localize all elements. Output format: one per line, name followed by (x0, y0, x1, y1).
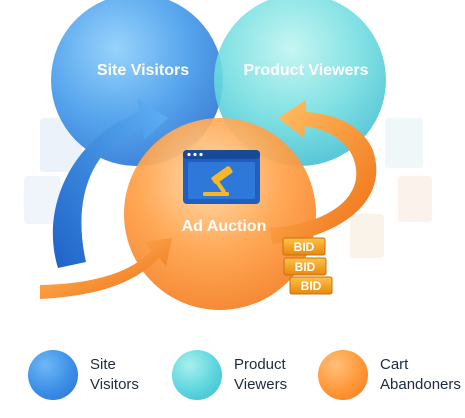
cart-abandoners-circle (124, 118, 316, 310)
legend-item-cart-abandoners: Cart Abandoners (318, 350, 461, 400)
product-viewers-swatch (172, 350, 222, 400)
product-viewers-label: Product Viewers (243, 62, 368, 79)
legend-label-line2: Abandoners (380, 376, 461, 393)
bid-tag (282, 237, 326, 256)
ad-auction-label: Ad Auction (182, 218, 267, 235)
bid-tag-label: BID (301, 279, 322, 293)
bid-tag-label: BID (295, 260, 316, 274)
legend-item-product-viewers: Product Viewers (172, 350, 287, 400)
legend-label-line1: Product (234, 356, 286, 373)
bid-tags: BID BID BID (282, 237, 333, 295)
curved-arrow-bottom-icon (40, 238, 172, 299)
legend-label: Cart Abandoners (380, 355, 461, 395)
legend-label-line2: Visitors (90, 376, 139, 393)
site-visitors-label: Site Visitors (97, 62, 189, 79)
auction-window (183, 150, 260, 204)
legend-item-site-visitors: Site Visitors (28, 350, 139, 400)
site-visitors-swatch (28, 350, 78, 400)
legend-label-line2: Viewers (234, 376, 288, 393)
bid-tag (289, 276, 333, 295)
legend-label-line1: Cart (380, 356, 409, 373)
legend-label: Product Viewers (234, 355, 287, 395)
legend-label: Site Visitors (90, 355, 139, 395)
cart-abandoners-swatch (318, 350, 368, 400)
curved-arrow-orange-icon (270, 100, 377, 244)
bid-tag-label: BID (294, 240, 315, 254)
venn-diagram: Site Visitors Product Viewers (24, 0, 432, 310)
gavel-icon (203, 166, 233, 196)
legend-label-line1: Site (90, 356, 116, 373)
legend: Site Visitors Product Viewers Cart Aband… (0, 338, 465, 418)
bid-tag (283, 257, 327, 276)
curved-arrow-blue-icon (52, 99, 168, 268)
site-visitors-circle (51, 0, 223, 166)
